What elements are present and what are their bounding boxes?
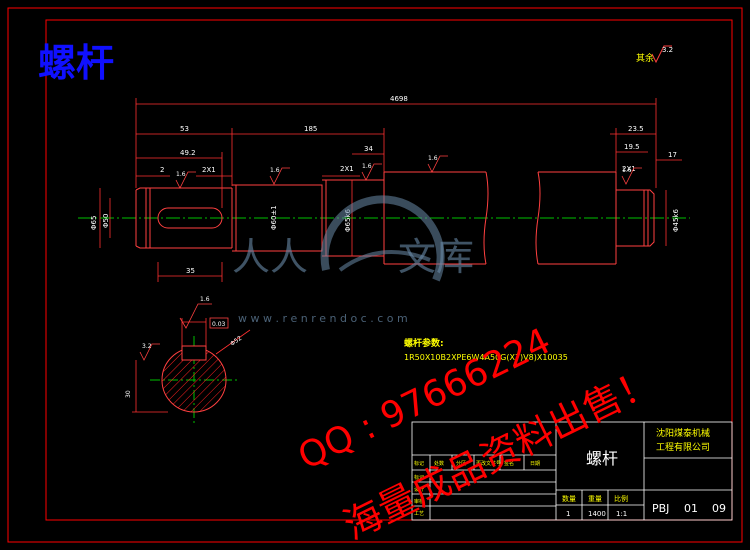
section-keyway — [181, 345, 207, 361]
roughness-symbols — [175, 155, 642, 189]
weight-label: 重量 — [588, 495, 602, 503]
company-line2: 工程有限公司 — [656, 441, 710, 453]
qty-value: 1 — [566, 510, 570, 518]
left-row-2: 设计 — [414, 486, 424, 493]
outer-frame — [7, 7, 743, 543]
dim-left-dia2: Φ50 — [102, 214, 110, 228]
header-col-5: 签名 — [504, 460, 514, 467]
watermark-url: w w w . r e n r e n d o c . c o m — [238, 312, 408, 325]
dim-dia-screw: Φ65k6 — [344, 209, 352, 232]
watermark-logo — [320, 195, 445, 282]
roughness-value-5: 1.6 — [622, 167, 632, 174]
dim-dia-mid: Φ60±1 — [270, 205, 278, 230]
dim-185: 185 — [304, 125, 317, 133]
header-col-3: 分区 — [456, 460, 466, 467]
roughness-value-1: 1.6 — [176, 171, 186, 178]
drawing-code-1: PBJ — [652, 502, 669, 515]
thread-label: 螺杆参数: — [404, 337, 444, 349]
dimension-lines — [99, 98, 682, 282]
scale-label: 比例 — [614, 494, 628, 503]
title-block-name: 螺杆 — [586, 449, 618, 468]
dim-2x1-a: 2X1 — [202, 166, 216, 174]
weight-value: 1400 — [588, 510, 606, 518]
dim-2x1-c: 2X1 — [622, 165, 636, 173]
dim-dia-right: Φ45k6 — [672, 209, 680, 232]
keyway-roughness-value: 1.6 — [200, 296, 210, 303]
dim-53: 53 — [180, 125, 189, 133]
scale-value: 1:1 — [616, 510, 627, 518]
roughness-value-2: 1.6 — [270, 167, 280, 174]
section-view — [132, 303, 251, 424]
corner-roughness-label: 其余 — [636, 52, 654, 64]
roughness-value-3: 1.6 — [362, 163, 372, 170]
title-block — [411, 421, 733, 521]
section-dia: Φ52 — [229, 335, 243, 348]
keyway-slot — [157, 207, 223, 229]
watermark-logo-left: 人人 — [232, 235, 308, 279]
dim-overall: 4698 — [390, 95, 408, 103]
dim-19-5: 19.5 — [624, 143, 640, 151]
corner-roughness-icon — [651, 45, 672, 64]
drawing-code-3: 09 — [712, 502, 726, 515]
drawing-code-2: 01 — [684, 502, 698, 515]
left-row-1: 标记 — [414, 474, 424, 481]
dim-left-dia1: Φ65 — [90, 216, 98, 230]
thread-spec: 1R50X10B2XPE6W4A50G(X7)V8)X10035 — [404, 353, 568, 362]
header-col-2: 处数 — [434, 460, 444, 467]
qty-label: 数量 — [562, 494, 576, 503]
dim-2: 2 — [160, 166, 164, 174]
inner-frame — [45, 19, 733, 521]
drawing-title: 螺杆 — [38, 41, 114, 85]
section-dim: 30 — [125, 390, 132, 398]
header-col-6: 日期 — [530, 461, 540, 467]
dim-35: 35 — [186, 267, 195, 275]
left-row-4: 工艺 — [414, 511, 424, 517]
left-row-3: 审核 — [414, 498, 424, 505]
dim-2x1-b: 2X1 — [340, 165, 354, 173]
header-col-4: 更改文件号 — [476, 460, 501, 467]
roughness-value-4: 1.6 — [428, 155, 438, 162]
dim-23-5: 23.5 — [628, 125, 644, 133]
section-roughness-value: 3.2 — [142, 343, 152, 350]
corner-roughness-value: 3.2 — [662, 46, 673, 54]
dimension-texts: 4698 53 185 2 49.2 2X1 2X1 34 35 23.5 19… — [90, 95, 680, 275]
dim-49-2: 49.2 — [180, 149, 196, 157]
header-col-1: 标记 — [414, 460, 424, 467]
company-line1: 沈阳煤泰机械 — [656, 427, 710, 439]
dim-17: 17 — [668, 151, 677, 159]
keyway-tolerance: 0.03 — [212, 321, 226, 328]
dim-34: 34 — [364, 145, 373, 153]
watermark-logo-right: 文库 — [398, 235, 474, 279]
